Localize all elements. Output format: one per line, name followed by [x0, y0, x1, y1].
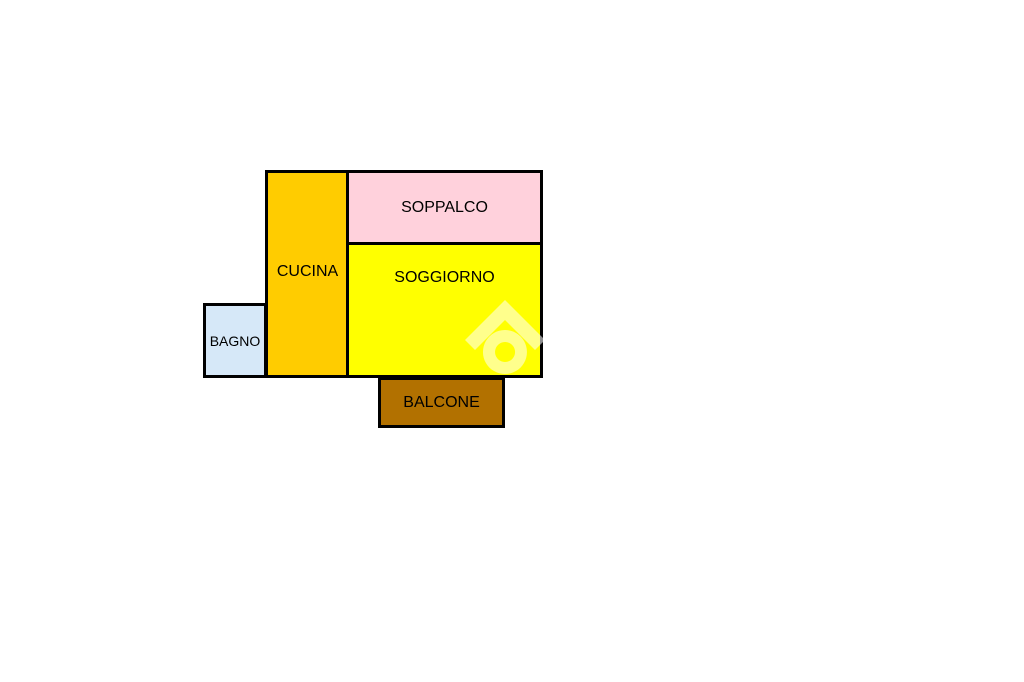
room-balcone: BALCONE	[378, 377, 505, 428]
room-label-cucina: CUCINA	[276, 263, 339, 280]
room-bagno: BAGNO	[203, 303, 267, 378]
room-soppalco: SOPPALCO	[346, 170, 543, 245]
room-soggiorno: SOGGIORNO	[346, 241, 543, 378]
room-label-soppalco: SOPPALCO	[401, 198, 488, 216]
room-cucina: CUCINA	[265, 170, 350, 378]
room-label-bagno: BAGNO	[209, 332, 261, 349]
room-label-balcone: BALCONE	[403, 393, 480, 411]
room-label-soggiorno: SOGGIORNO	[394, 269, 495, 286]
